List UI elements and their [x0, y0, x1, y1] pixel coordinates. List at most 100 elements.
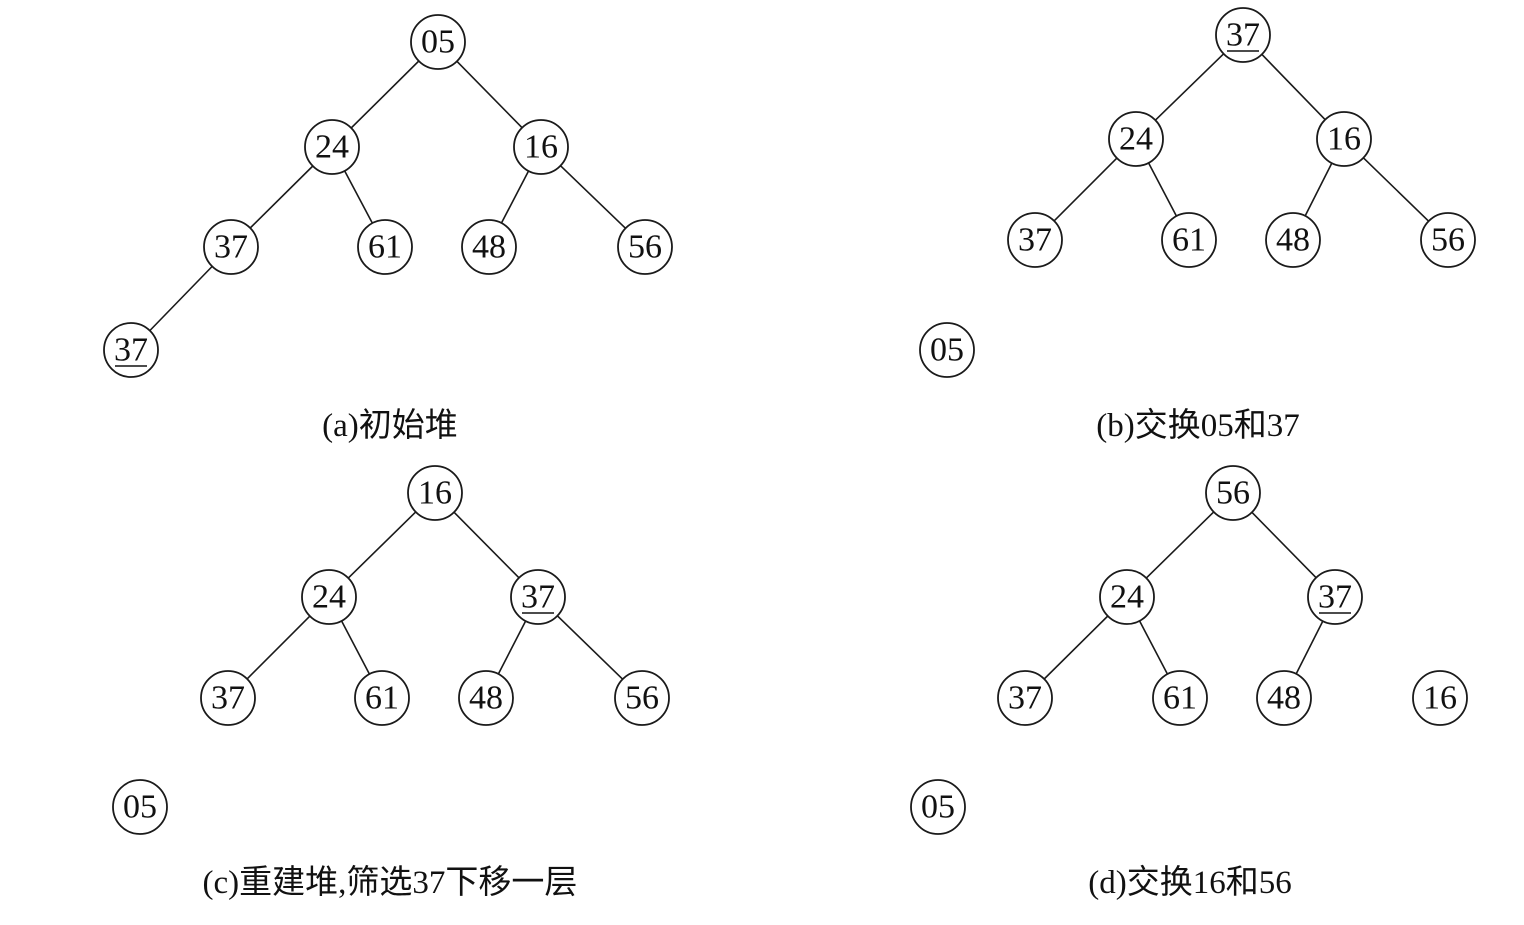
tree-node: 05 — [410, 14, 466, 70]
tree-edge-d-2 — [1043, 615, 1109, 680]
node-label: 48 — [472, 229, 506, 266]
node-label: 61 — [1163, 680, 1197, 717]
panel-caption-c: (c)重建堆,筛选37下移一层 — [203, 864, 578, 901]
node-label: 05 — [930, 332, 964, 369]
node-label: 16 — [1423, 680, 1457, 717]
node-circle — [357, 219, 413, 275]
node-circle — [617, 219, 673, 275]
tree-edge-d-4 — [1295, 620, 1324, 675]
node-circle — [1152, 670, 1208, 726]
tree-node: 16 — [513, 119, 569, 175]
tree-edge-a-1 — [456, 60, 523, 129]
tree-node: 56 — [617, 219, 673, 275]
tree-node: 48 — [1265, 212, 1321, 268]
node-label: 24 — [1110, 579, 1144, 616]
node-label: 37 — [214, 229, 248, 266]
node-label: 48 — [469, 680, 503, 717]
node-label: 24 — [1119, 121, 1153, 158]
tree-node: 37 — [1007, 212, 1063, 268]
node-label: 61 — [365, 680, 399, 717]
tree-node: 61 — [1161, 212, 1217, 268]
tree-edge-a-4 — [500, 170, 530, 224]
node-circle — [1099, 569, 1155, 625]
node-label: 56 — [1431, 222, 1465, 259]
node-circle — [304, 119, 360, 175]
tree-node: 05 — [910, 779, 966, 835]
tree-node: 37 — [1215, 7, 1271, 63]
node-circle — [200, 670, 256, 726]
panel-caption-d: (d)交换16和56 — [1088, 864, 1291, 901]
tree-edge-c-0 — [347, 511, 417, 579]
node-circle — [203, 219, 259, 275]
tree-node: 61 — [357, 219, 413, 275]
node-label: 48 — [1276, 222, 1310, 259]
tree-edge-b-1 — [1261, 53, 1326, 121]
panel-caption-b: (b)交换05和37 — [1096, 407, 1299, 444]
node-circle — [513, 119, 569, 175]
tree-node: 37 — [510, 569, 566, 625]
tree-node: 37 — [200, 670, 256, 726]
tree-node: 61 — [354, 670, 410, 726]
node-circle — [301, 569, 357, 625]
tree-edge-c-4 — [497, 620, 527, 675]
tree-edge-d-1 — [1251, 511, 1317, 579]
node-label: 61 — [1172, 222, 1206, 259]
node-label: 48 — [1267, 680, 1301, 717]
node-label: 61 — [368, 229, 402, 266]
node-label: 56 — [1216, 475, 1250, 512]
tree-node: 05 — [112, 779, 168, 835]
tree-edge-b-4 — [1304, 162, 1333, 217]
node-label: 16 — [1327, 121, 1361, 158]
node-label: 05 — [123, 789, 157, 826]
node-circle — [1265, 212, 1321, 268]
tree-edge-b-3 — [1147, 162, 1178, 217]
tree-node: 56 — [614, 670, 670, 726]
tree-node: 24 — [301, 569, 357, 625]
tree-edge-a-0 — [350, 60, 420, 129]
node-label: 37 — [1226, 17, 1260, 54]
tree-node: 24 — [304, 119, 360, 175]
panel-b: 37 24 16 37 61 48 56 05 (b)交换05和37 — [919, 7, 1476, 444]
tree-node: 56 — [1420, 212, 1476, 268]
tree-node: 61 — [1152, 670, 1208, 726]
tree-edge-c-5 — [556, 615, 624, 680]
tree-node: 16 — [1412, 670, 1468, 726]
node-label: 24 — [315, 129, 349, 166]
tree-node: 37 — [1307, 569, 1363, 625]
node-circle — [458, 670, 514, 726]
tree-edge-b-0 — [1154, 53, 1225, 121]
node-circle — [1412, 670, 1468, 726]
tree-edge-a-5 — [559, 165, 627, 229]
node-label: 56 — [625, 680, 659, 717]
tree-edge-a-3 — [343, 170, 374, 224]
node-label: 56 — [628, 229, 662, 266]
node-label: 16 — [524, 129, 558, 166]
tree-edge-c-3 — [340, 620, 371, 675]
tree-node: 16 — [1316, 111, 1372, 167]
node-label: 05 — [921, 789, 955, 826]
node-label: 37 — [1018, 222, 1052, 259]
tree-node: 56 — [1205, 465, 1261, 521]
node-circle — [1316, 111, 1372, 167]
node-label: 37 — [211, 680, 245, 717]
tree-node: 24 — [1108, 111, 1164, 167]
node-circle — [407, 465, 463, 521]
node-circle — [919, 322, 975, 378]
tree-node: 37 — [103, 322, 159, 378]
node-circle — [1215, 7, 1271, 63]
node-label: 05 — [421, 24, 455, 61]
node-circle — [461, 219, 517, 275]
tree-node: 48 — [461, 219, 517, 275]
tree-edge-c-1 — [453, 511, 520, 579]
node-label: 37 — [521, 579, 555, 616]
node-circle — [112, 779, 168, 835]
tree-node: 05 — [919, 322, 975, 378]
node-circle — [910, 779, 966, 835]
tree-node: 37 — [997, 670, 1053, 726]
node-label: 24 — [312, 579, 346, 616]
tree-edge-b-5 — [1362, 157, 1430, 222]
node-circle — [1108, 111, 1164, 167]
node-circle — [1161, 212, 1217, 268]
